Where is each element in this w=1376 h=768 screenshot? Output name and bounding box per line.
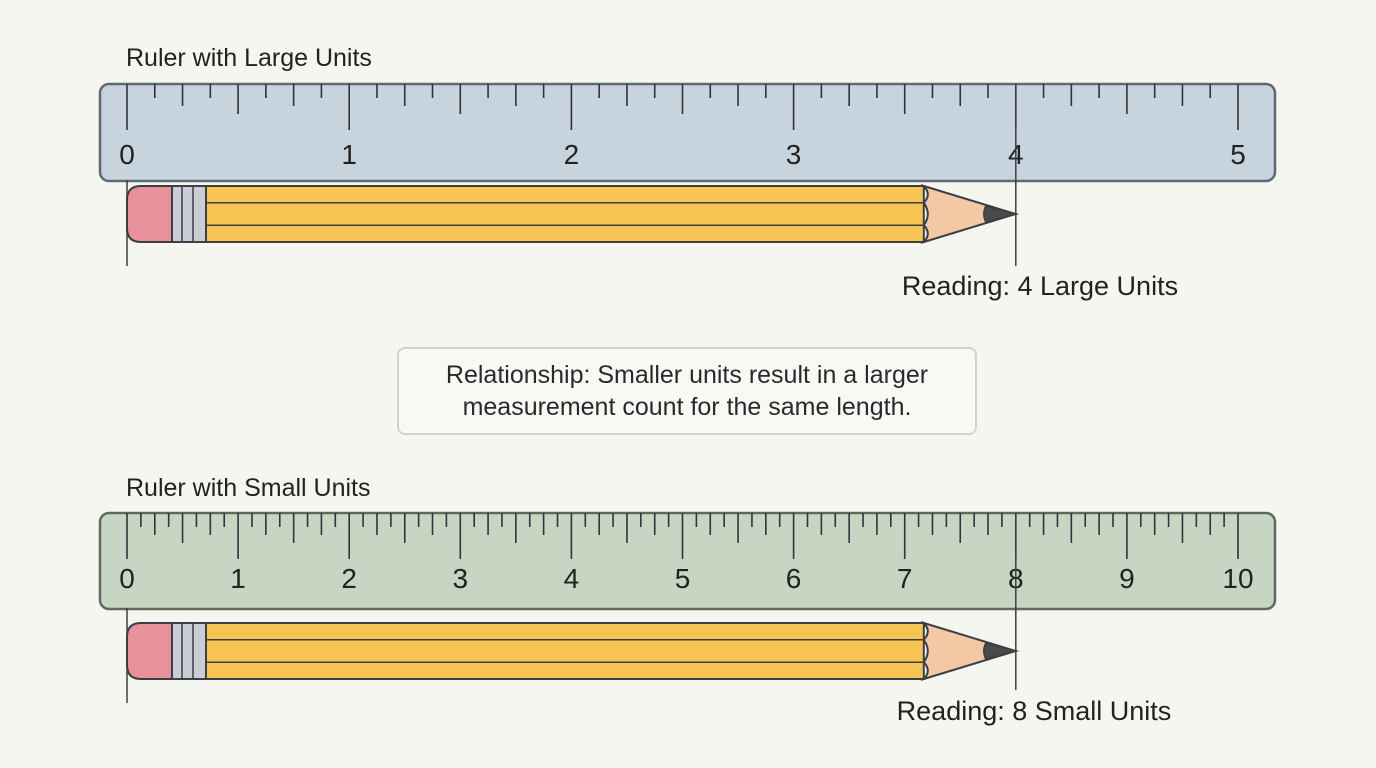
pencil-wood-tip xyxy=(920,183,1020,245)
large-reading: Reading: 4 Large Units xyxy=(902,271,1178,301)
pencil-ferrule xyxy=(171,185,207,243)
pencil-lead xyxy=(983,642,1019,660)
ruler-tick-label: 5 xyxy=(1230,139,1246,170)
pencil-eraser xyxy=(126,622,173,680)
small-reading: Reading: 8 Small Units xyxy=(897,696,1172,726)
ruler-tick-label: 3 xyxy=(786,139,802,170)
small-ruler-ticks xyxy=(126,513,1239,559)
ruler-tick-label: 9 xyxy=(1119,563,1135,594)
ruler-tick-label: 1 xyxy=(230,563,246,594)
ruler-tick-label: 2 xyxy=(564,139,580,170)
relationship-note: Relationship: Smaller units result in a … xyxy=(397,347,977,435)
pencil-ferrule xyxy=(171,622,207,680)
ruler-tick-label: 6 xyxy=(786,563,802,594)
ruler-tick-label: 10 xyxy=(1222,563,1253,594)
ruler-tick-label: 3 xyxy=(453,563,469,594)
ruler-tick-label: 5 xyxy=(675,563,691,594)
ruler-tick-label: 0 xyxy=(119,139,135,170)
relationship-line-1: Relationship: Smaller units result in a … xyxy=(445,361,929,389)
pencil-body xyxy=(205,622,925,680)
ruler-tick-label: 7 xyxy=(897,563,913,594)
pencil-eraser xyxy=(126,185,173,243)
ruler-tick-label: 4 xyxy=(564,563,580,594)
relationship-line-2: measurement count for the same length. xyxy=(462,393,912,421)
large-ruler-body xyxy=(98,82,1277,183)
large-pencil xyxy=(126,183,1020,245)
large-ruler-title: Ruler with Large Units xyxy=(126,44,372,72)
ruler-tick-label: 1 xyxy=(341,139,357,170)
small-pencil xyxy=(126,620,1020,682)
ruler-tick-label: 0 xyxy=(119,563,135,594)
small-ruler-body xyxy=(98,511,1277,611)
pencil-wood-tip xyxy=(920,620,1020,682)
pencil-body xyxy=(205,185,925,243)
ruler-tick-label: 2 xyxy=(341,563,357,594)
pencil-lead xyxy=(983,205,1019,223)
small-ruler-title: Ruler with Small Units xyxy=(126,474,371,502)
